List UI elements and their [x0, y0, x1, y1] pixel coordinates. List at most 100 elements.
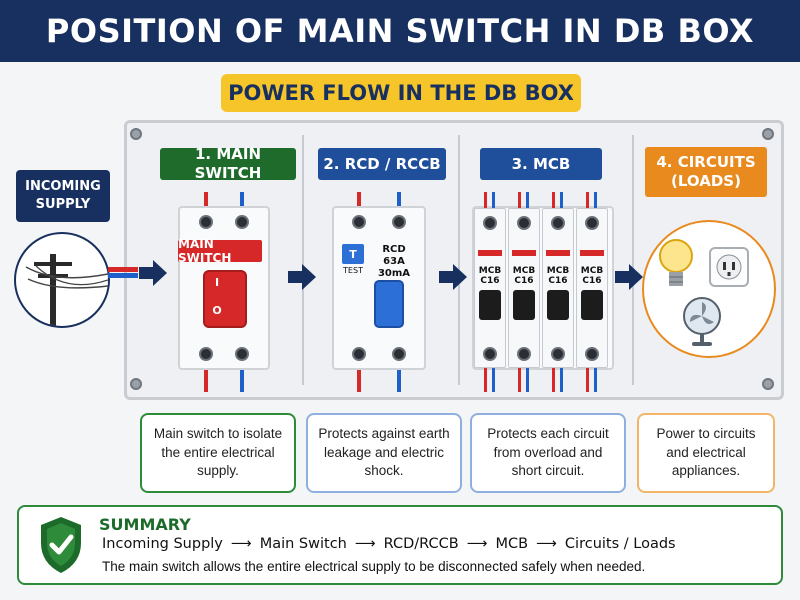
flow-arrow-glyph: ⟶ [536, 536, 557, 552]
description-circuits: Power to circuits and electrical applian… [637, 413, 775, 493]
mcb-red-band [512, 250, 536, 256]
terminal-screw-icon [352, 215, 366, 229]
mcb-red-band [546, 250, 570, 256]
terminal-screw-icon [235, 215, 249, 229]
flow-arrow-icon [288, 264, 316, 290]
summary-title: SUMMARY [99, 515, 191, 534]
loads-circle [642, 220, 776, 358]
flow-arrow-icon [439, 264, 467, 290]
wire-red [586, 368, 589, 392]
light-bulb-icon [659, 239, 693, 286]
fan-icon [683, 297, 721, 346]
wire-red [204, 192, 208, 210]
flow-step: Incoming Supply [102, 536, 223, 552]
mcb-module [508, 208, 540, 368]
terminal-screw-icon [199, 347, 213, 361]
flow-step: MCB [495, 536, 529, 552]
terminal-screw-icon [392, 347, 406, 361]
wire-blue [397, 368, 401, 392]
main-switch-toggle[interactable] [203, 270, 247, 328]
rcd-rating-text: RCD 63A 30mA [372, 244, 416, 280]
wire-blue [240, 368, 244, 392]
terminal-screw-icon [517, 216, 531, 230]
description-rcd: Protects against earth leakage and elect… [306, 413, 462, 493]
wire-blue [526, 368, 529, 392]
wire-blue [492, 368, 495, 392]
flow-step: Main Switch [259, 536, 347, 552]
main-switch-off-mark: O [212, 304, 222, 317]
enclosure-screw-icon [130, 128, 142, 140]
mcb-module [576, 208, 608, 368]
terminal-screw-icon [517, 347, 531, 361]
section-divider [302, 135, 304, 385]
flow-arrow-glyph: ⟶ [354, 536, 376, 552]
flow-step: RCD/RCCB [383, 536, 459, 552]
mcb-label: MCB C16 [478, 266, 502, 287]
description-mcb: Protects each circuit from overload and … [470, 413, 626, 493]
mcb-toggle[interactable] [513, 290, 535, 320]
power-flow-subtitle: POWER FLOW IN THE DB BOX [221, 74, 581, 112]
utility-pole-icon [14, 232, 110, 328]
mcb-module [542, 208, 574, 368]
terminal-screw-icon [483, 347, 497, 361]
terminal-screw-icon [551, 347, 565, 361]
main-switch-tag: MAIN SWITCH [178, 237, 262, 265]
rcd-test-label: TEST [343, 266, 363, 275]
terminal-screw-icon [585, 216, 599, 230]
stage-label-rcd: 2. RCD / RCCB [318, 148, 446, 180]
wire-red [357, 368, 361, 392]
terminal-screw-icon [352, 347, 366, 361]
wire-blue [594, 192, 597, 208]
wire-red [586, 192, 589, 208]
wire-red [484, 192, 487, 208]
flow-arrow-icon [139, 260, 167, 286]
stage-label-circuits: 4. CIRCUITS (LOADS) [645, 147, 767, 197]
terminal-screw-icon [585, 347, 599, 361]
summary-note: The main switch allows the entire electr… [102, 559, 646, 574]
wire-red [204, 368, 208, 392]
flow-arrow-glyph: ⟶ [466, 536, 488, 552]
rcd-sensitivity: 30mA [377, 268, 411, 279]
incoming-supply-label: INCOMING SUPPLY [16, 170, 110, 222]
section-divider [632, 135, 634, 385]
mcb-toggle[interactable] [581, 290, 603, 320]
flow-arrow-glyph: ⟶ [230, 536, 252, 552]
wire-red [552, 368, 555, 392]
wire-red [518, 368, 521, 392]
terminal-screw-icon [392, 215, 406, 229]
rcd-name: RCD [382, 244, 406, 255]
mcb-red-band [580, 250, 604, 256]
mcb-label: MCB C16 [580, 266, 604, 287]
terminal-screw-icon [235, 347, 249, 361]
live-wire [108, 267, 138, 272]
terminal-screw-icon [551, 216, 565, 230]
wire-blue [560, 368, 563, 392]
wire-blue [526, 192, 529, 208]
stage-label-main-switch: 1. MAIN SWITCH [160, 145, 296, 182]
description-main-switch: Main switch to isolate the entire electr… [140, 413, 296, 493]
rcd-test-button[interactable]: T [342, 244, 364, 264]
flow-step: Circuits / Loads [564, 536, 676, 552]
wire-red [357, 192, 361, 210]
rcd-rating: 63A [383, 256, 405, 267]
page-title: POSITION OF MAIN SWITCH IN DB BOX [45, 12, 755, 50]
rcd-toggle[interactable] [374, 280, 404, 328]
main-switch-on-mark: I [214, 276, 220, 289]
title-bar: POSITION OF MAIN SWITCH IN DB BOX [0, 0, 800, 62]
wire-blue [492, 192, 495, 208]
flow-arrow-icon [615, 264, 643, 290]
neutral-wire [108, 273, 138, 278]
wire-red [518, 192, 521, 208]
stage-label-mcb: 3. MCB [480, 148, 602, 180]
wire-blue [560, 192, 563, 208]
wire-blue [240, 192, 244, 210]
summary-panel: SUMMARY Incoming Supply ⟶ Main Switch ⟶ RCD/… [17, 505, 783, 585]
mcb-label: MCB C16 [546, 266, 570, 287]
wire-blue [594, 368, 597, 392]
mcb-toggle[interactable] [547, 290, 569, 320]
terminal-screw-icon [483, 216, 497, 230]
power-socket-icon [709, 247, 749, 287]
mcb-label: MCB C16 [512, 266, 536, 287]
mcb-red-band [478, 250, 502, 256]
mcb-toggle[interactable] [479, 290, 501, 320]
